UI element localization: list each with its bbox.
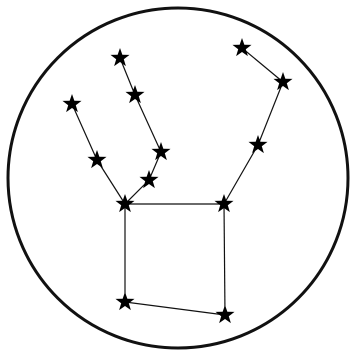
sky-circle-boundary <box>8 8 348 348</box>
